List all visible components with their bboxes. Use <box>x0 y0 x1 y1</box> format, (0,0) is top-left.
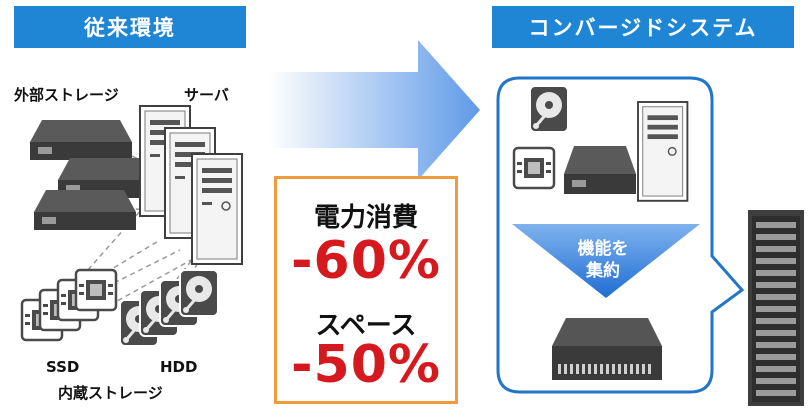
external-storage-icon <box>34 190 136 230</box>
hdd-icon <box>178 268 220 318</box>
server-icon <box>637 101 689 202</box>
space-value: -50% <box>290 335 442 395</box>
consolidate-arrow-icon <box>512 224 700 298</box>
server-label: サーバ <box>184 86 229 104</box>
space-label: スペース <box>315 311 417 341</box>
transition-arrow-icon <box>268 40 480 180</box>
consolidate-label-line1: 機能を <box>577 239 629 259</box>
converged-appliance-icon <box>552 318 662 380</box>
external-storage-icon <box>30 120 132 160</box>
power-consumption-value: -60% <box>290 231 442 291</box>
server-rack-icon <box>748 210 804 406</box>
power-consumption-label: 電力消費 <box>313 203 418 233</box>
storage-unit-icon <box>564 146 636 194</box>
hdd-icon <box>528 84 570 134</box>
server-icon <box>191 153 243 265</box>
converged-system-header: コンバージドシステム <box>492 6 794 48</box>
reduction-stats-box: 電力消費 -60% スペース -50% <box>274 176 458 404</box>
ssd-icon <box>512 146 556 190</box>
hdd-label: HDD <box>160 358 198 376</box>
consolidate-label-line2: 集約 <box>586 261 620 281</box>
internal-storage-label: 内蔵ストレージ <box>58 384 163 402</box>
ssd-icon <box>74 268 118 312</box>
traditional-environment-header: 従来環境 <box>14 6 246 48</box>
ssd-label: SSD <box>46 358 80 376</box>
external-storage-label: 外部ストレージ <box>14 86 119 104</box>
consolidate-label: 機能を 集約 <box>558 238 648 282</box>
